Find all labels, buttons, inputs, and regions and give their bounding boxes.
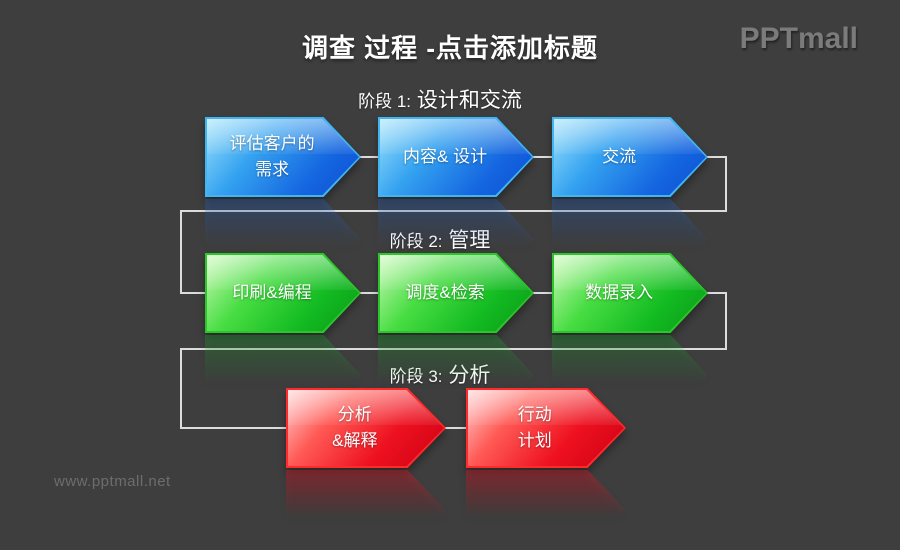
arrow-reflection bbox=[466, 470, 626, 550]
flow-arrow-analysis-interpret[interactable]: 分析 &解释 bbox=[286, 388, 446, 550]
watermark-url: www.pptmall.net bbox=[54, 473, 171, 490]
arrow-label: 分析 &解释 bbox=[332, 404, 378, 450]
flow-arrow-assess-needs[interactable]: 评估客户的 需求 bbox=[205, 117, 361, 279]
arrow-label: 印刷&编程 bbox=[232, 282, 312, 302]
connector-line bbox=[180, 348, 727, 350]
phase-1-name: 设计和交流 bbox=[411, 89, 522, 112]
arrow-label: 数据录入 bbox=[585, 282, 654, 302]
connector-line bbox=[359, 292, 380, 294]
connector-line bbox=[725, 156, 727, 212]
phase-1-heading: 阶段 1: 设计和交流 bbox=[0, 84, 880, 114]
phase-3-prefix: 阶段 3: bbox=[390, 367, 443, 386]
connector-line bbox=[532, 156, 553, 158]
connector-line bbox=[725, 292, 727, 350]
connector-line bbox=[180, 427, 288, 429]
arrow-label: 交流 bbox=[602, 146, 637, 166]
phase-2-name: 管理 bbox=[443, 229, 490, 252]
flow-arrow-content-design[interactable]: 内容& 设计 bbox=[378, 117, 534, 279]
connector-line bbox=[180, 210, 727, 212]
arrow-label: 内容& 设计 bbox=[403, 146, 488, 166]
flow-arrow-action-plan[interactable]: 行动 计划 bbox=[466, 388, 626, 550]
phase-2-prefix: 阶段 2: bbox=[390, 232, 443, 251]
arrow-reflection bbox=[286, 470, 446, 550]
flow-arrow-data-entry[interactable]: 数据录入 bbox=[552, 253, 708, 415]
flow-arrow-print-program[interactable]: 印刷&编程 bbox=[205, 253, 361, 415]
arrow-label: 评估客户的 需求 bbox=[229, 133, 315, 179]
flow-arrow-schedule-search[interactable]: 调度&检索 bbox=[378, 253, 534, 415]
flow-arrow-communication[interactable]: 交流 bbox=[552, 117, 708, 279]
phase-1-prefix: 阶段 1: bbox=[358, 92, 412, 111]
connector-line bbox=[705, 292, 727, 294]
connector-line bbox=[180, 348, 182, 429]
connector-line bbox=[359, 156, 380, 158]
connector-line bbox=[442, 427, 468, 429]
phase-3-name: 分析 bbox=[443, 364, 490, 387]
arrow-label: 行动 计划 bbox=[517, 404, 552, 450]
phase-3-heading: 阶段 3: 分析 bbox=[0, 359, 880, 389]
phase-2-heading: 阶段 2: 管理 bbox=[0, 224, 880, 254]
connector-line bbox=[180, 210, 182, 294]
slide-canvas: 调查 过程 -点击添加标题 PPTmall www.pptmall.net 阶段… bbox=[0, 22, 880, 550]
connector-line bbox=[180, 292, 208, 294]
arrow-label: 调度&检索 bbox=[405, 282, 485, 302]
pptmall-logo: PPTmall bbox=[739, 22, 858, 55]
slide-title[interactable]: 调查 过程 -点击添加标题 bbox=[301, 33, 599, 63]
connector-line bbox=[705, 156, 727, 158]
connector-line bbox=[532, 292, 553, 294]
